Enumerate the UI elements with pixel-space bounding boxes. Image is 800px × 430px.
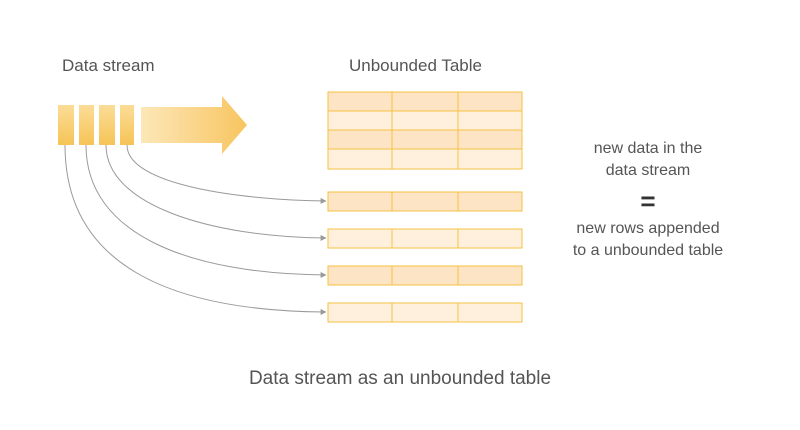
table-cell [457, 148, 523, 170]
stream-chunk [120, 105, 134, 145]
unbounded-table-title: Unbounded Table [349, 56, 482, 75]
stream-chunk [58, 105, 74, 145]
stream-arrow-shape [141, 96, 247, 154]
table-row [327, 129, 523, 150]
table-cell [327, 148, 393, 170]
stream-arrow [141, 96, 247, 154]
appended-row [327, 191, 523, 212]
table-cell [327, 129, 393, 150]
appended-row [327, 228, 523, 249]
explanation-line: to a unbounded table [572, 242, 724, 259]
table-cell [391, 129, 459, 150]
connectors [64, 144, 327, 315]
stream-chunks [58, 105, 134, 145]
table-cell [391, 148, 459, 170]
connector-line [126, 144, 327, 204]
table-cell [457, 191, 523, 212]
table-cell [327, 265, 393, 286]
table-row [327, 110, 523, 131]
explanation-line: new rows appended [576, 220, 720, 237]
connector-line [64, 144, 327, 315]
table-row [327, 148, 523, 170]
table-cell [327, 191, 393, 212]
table-cell [457, 91, 523, 112]
table-cell [327, 110, 393, 131]
table-cell [391, 228, 459, 249]
appended-rows [327, 191, 523, 323]
table-cell [457, 110, 523, 131]
explanation-line: new data in the [593, 140, 703, 157]
stream-chunk [99, 105, 115, 145]
table-cell [327, 91, 393, 112]
table-cell [391, 110, 459, 131]
table-cell [457, 302, 523, 323]
table-cell [391, 265, 459, 286]
table-cell [327, 302, 393, 323]
table-cell [327, 228, 393, 249]
unbounded-table [327, 91, 523, 170]
equals-sign: = [640, 186, 656, 216]
diagram-caption: Data stream as an unbounded table [248, 368, 552, 389]
table-cell [391, 191, 459, 212]
appended-row [327, 302, 523, 323]
table-cell [457, 129, 523, 150]
connector-line [85, 144, 327, 278]
explanation-top: new data in the data stream [548, 138, 748, 182]
table-cell [457, 228, 523, 249]
table-cell [391, 91, 459, 112]
appended-row [327, 265, 523, 286]
explanation-line: data stream [605, 162, 691, 179]
table-cell [457, 265, 523, 286]
connector-line [105, 144, 327, 241]
explanation-bottom: new rows appended to a unbounded table [548, 218, 748, 262]
stream-chunk [79, 105, 94, 145]
data-stream-title: Data stream [62, 56, 155, 75]
table-cell [391, 302, 459, 323]
table-row [327, 91, 523, 112]
